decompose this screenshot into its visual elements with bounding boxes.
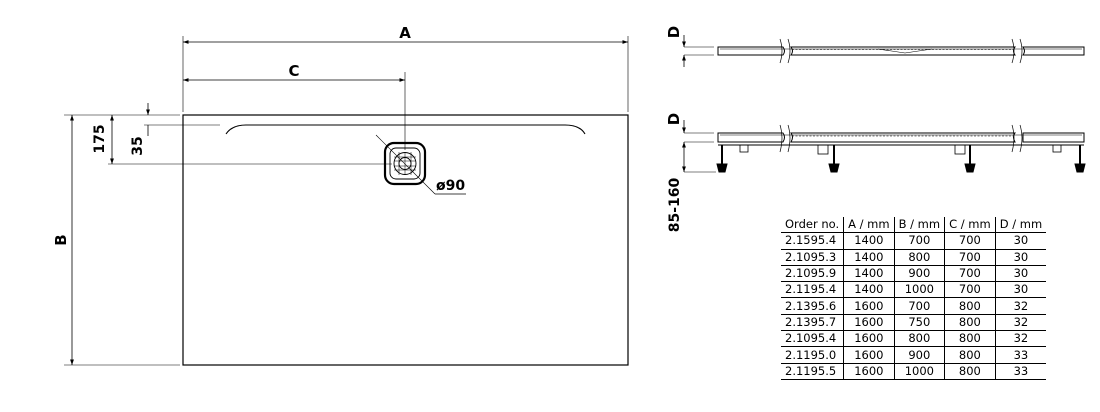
table-cell: 2.1195.0 — [781, 346, 844, 364]
table-cell: 700 — [944, 265, 996, 283]
label-dim-c: C — [288, 62, 299, 80]
table-cell: 1400 — [843, 281, 895, 299]
side-view-flat — [682, 35, 1085, 67]
label-dim-d-top: D — [665, 26, 683, 38]
top-view — [64, 36, 629, 366]
table-cell: 30 — [994, 281, 1047, 299]
tray-outline — [182, 114, 629, 366]
table-cell: 32 — [994, 330, 1047, 348]
table-cell: 30 — [994, 249, 1047, 266]
table-cell: 1000 — [893, 363, 945, 380]
label-dim-d-bottom: D — [665, 113, 683, 125]
column-header: A / mm — [843, 217, 895, 234]
table-cell: 33 — [994, 346, 1047, 364]
table-cell: 30 — [994, 265, 1047, 283]
column-header: B / mm — [893, 217, 945, 234]
table-cell: 800 — [944, 314, 996, 332]
table-cell: 2.1595.4 — [781, 232, 844, 250]
table-cell: 1600 — [843, 314, 895, 332]
table-cell: 2.1095.9 — [781, 265, 844, 283]
label-dim-35: 35 — [130, 136, 146, 155]
table-cell: 2.1395.6 — [781, 297, 844, 315]
table-cell: 800 — [893, 249, 945, 266]
table-cell: 800 — [893, 330, 945, 348]
label-dim-a: A — [399, 24, 411, 42]
table-cell: 1600 — [843, 330, 895, 348]
label-drain-diameter: ø90 — [436, 178, 465, 194]
table-cell: 700 — [893, 297, 945, 315]
column-header: D / mm — [994, 217, 1047, 234]
adjustable-foot-icon — [716, 145, 1086, 173]
table-cell: 700 — [944, 281, 996, 299]
table-cell: 1600 — [843, 346, 895, 364]
table-cell: 2.1195.5 — [781, 363, 844, 380]
table-cell: 1400 — [843, 232, 895, 250]
side-view-feet — [717, 124, 1085, 155]
table-cell: 900 — [893, 346, 945, 364]
table-cell: 30 — [994, 232, 1047, 250]
table-cell: 32 — [994, 297, 1047, 315]
table-cell: 750 — [893, 314, 945, 332]
table-cell: 2.1195.4 — [781, 281, 844, 299]
table-cell: 2.1095.4 — [781, 330, 844, 348]
drain-icon — [375, 134, 466, 195]
table-cell: 1600 — [843, 363, 895, 380]
table-cell: 800 — [944, 346, 996, 364]
table-cell: 800 — [944, 330, 996, 348]
table-cell: 700 — [944, 249, 996, 266]
table-cell: 1400 — [843, 265, 895, 283]
table-cell: 1600 — [843, 297, 895, 315]
table-cell: 32 — [994, 314, 1047, 332]
table-cell: 700 — [893, 232, 945, 250]
label-dim-b: B — [52, 234, 70, 245]
column-header: Order no. — [781, 217, 844, 234]
table-cell: 1400 — [843, 249, 895, 266]
table-header-row: Order no. A / mm B / mm C / mm D / mm — [781, 217, 1047, 234]
specification-table: Order no. A / mm B / mm C / mm D / mm 2.… — [781, 217, 1047, 380]
table-cell: 700 — [944, 232, 996, 250]
table-cell: 2.1395.7 — [781, 314, 844, 332]
table-cell: 900 — [893, 265, 945, 283]
side-view-dimensions — [682, 120, 716, 173]
label-dim-175: 175 — [92, 124, 108, 153]
table-cell: 800 — [944, 363, 996, 380]
table-cell: 800 — [944, 297, 996, 315]
table-cell: 2.1095.3 — [781, 249, 844, 266]
table-cell: 33 — [994, 363, 1047, 380]
column-header: C / mm — [944, 217, 996, 234]
tray-rear-edge — [225, 124, 586, 135]
label-foot-height: 85-160 — [667, 177, 683, 232]
table-cell: 1000 — [893, 281, 945, 299]
